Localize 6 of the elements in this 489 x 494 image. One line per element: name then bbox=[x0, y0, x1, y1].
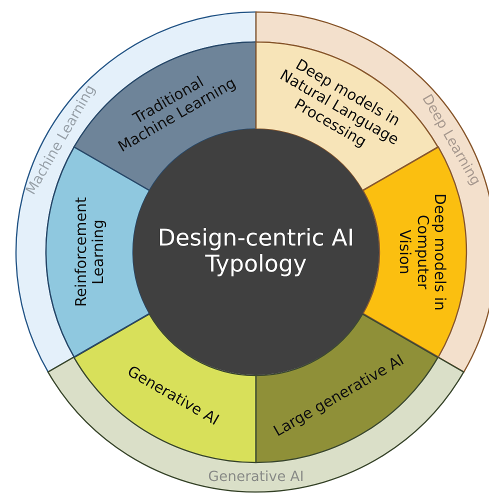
band-label: Generative AI bbox=[207, 468, 305, 486]
ring-segment bbox=[256, 314, 438, 462]
segment-label: Deep models in Computer Vision bbox=[396, 192, 448, 312]
center-title: Design-centric AI Typology bbox=[156, 226, 356, 278]
ring-segment bbox=[74, 314, 256, 462]
segment-label: Reinforcement Learning bbox=[72, 196, 107, 309]
